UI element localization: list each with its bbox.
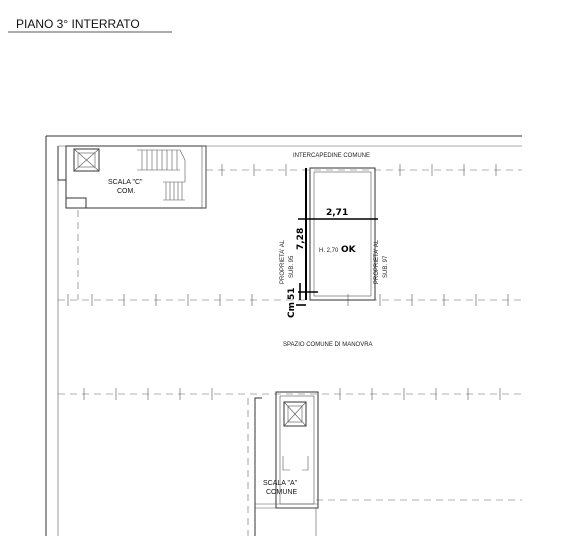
plan-title: PIANO 3° INTERRATO — [16, 17, 140, 31]
parking-space — [305, 167, 376, 301]
dimension-lines — [296, 218, 378, 306]
stair-c-treads — [137, 149, 186, 201]
dimension-small: 51 — [287, 287, 297, 300]
stair-c-block: SCALA "C" COM. — [57, 145, 207, 209]
stair-c-label: SCALA "C" — [108, 179, 143, 186]
height-mark: OK — [341, 245, 357, 255]
stair-c-sublabel: COM. — [117, 188, 135, 195]
property-left-label: PROPRIETA' AL — [280, 239, 286, 284]
dimension-length: 7,28 — [296, 228, 306, 250]
manovra-label: SPAZIO COMUNE DI MANOVRA — [283, 342, 373, 348]
stair-a-label: SCALA "A" — [263, 480, 298, 487]
intercapedine-label: INTERCAPEDINE COMUNE — [293, 153, 370, 159]
property-right-sub: SUB. 97 — [383, 255, 389, 278]
stair-a-block: SCALA "A" COMUNE — [254, 391, 319, 536]
dimension-small-unit: Cm — [287, 302, 297, 318]
property-right-label: PROPRIETA' AL — [374, 239, 380, 284]
grid-ticks — [67, 164, 509, 400]
dimension-width: 2,71 — [326, 208, 348, 218]
height-label: H. 2,70 — [319, 248, 339, 254]
outer-walls — [45, 135, 522, 536]
property-left-sub: SUB. 95 — [289, 255, 295, 278]
stair-a-sublabel: COMUNE — [266, 489, 297, 496]
dashed-lines — [58, 169, 522, 536]
